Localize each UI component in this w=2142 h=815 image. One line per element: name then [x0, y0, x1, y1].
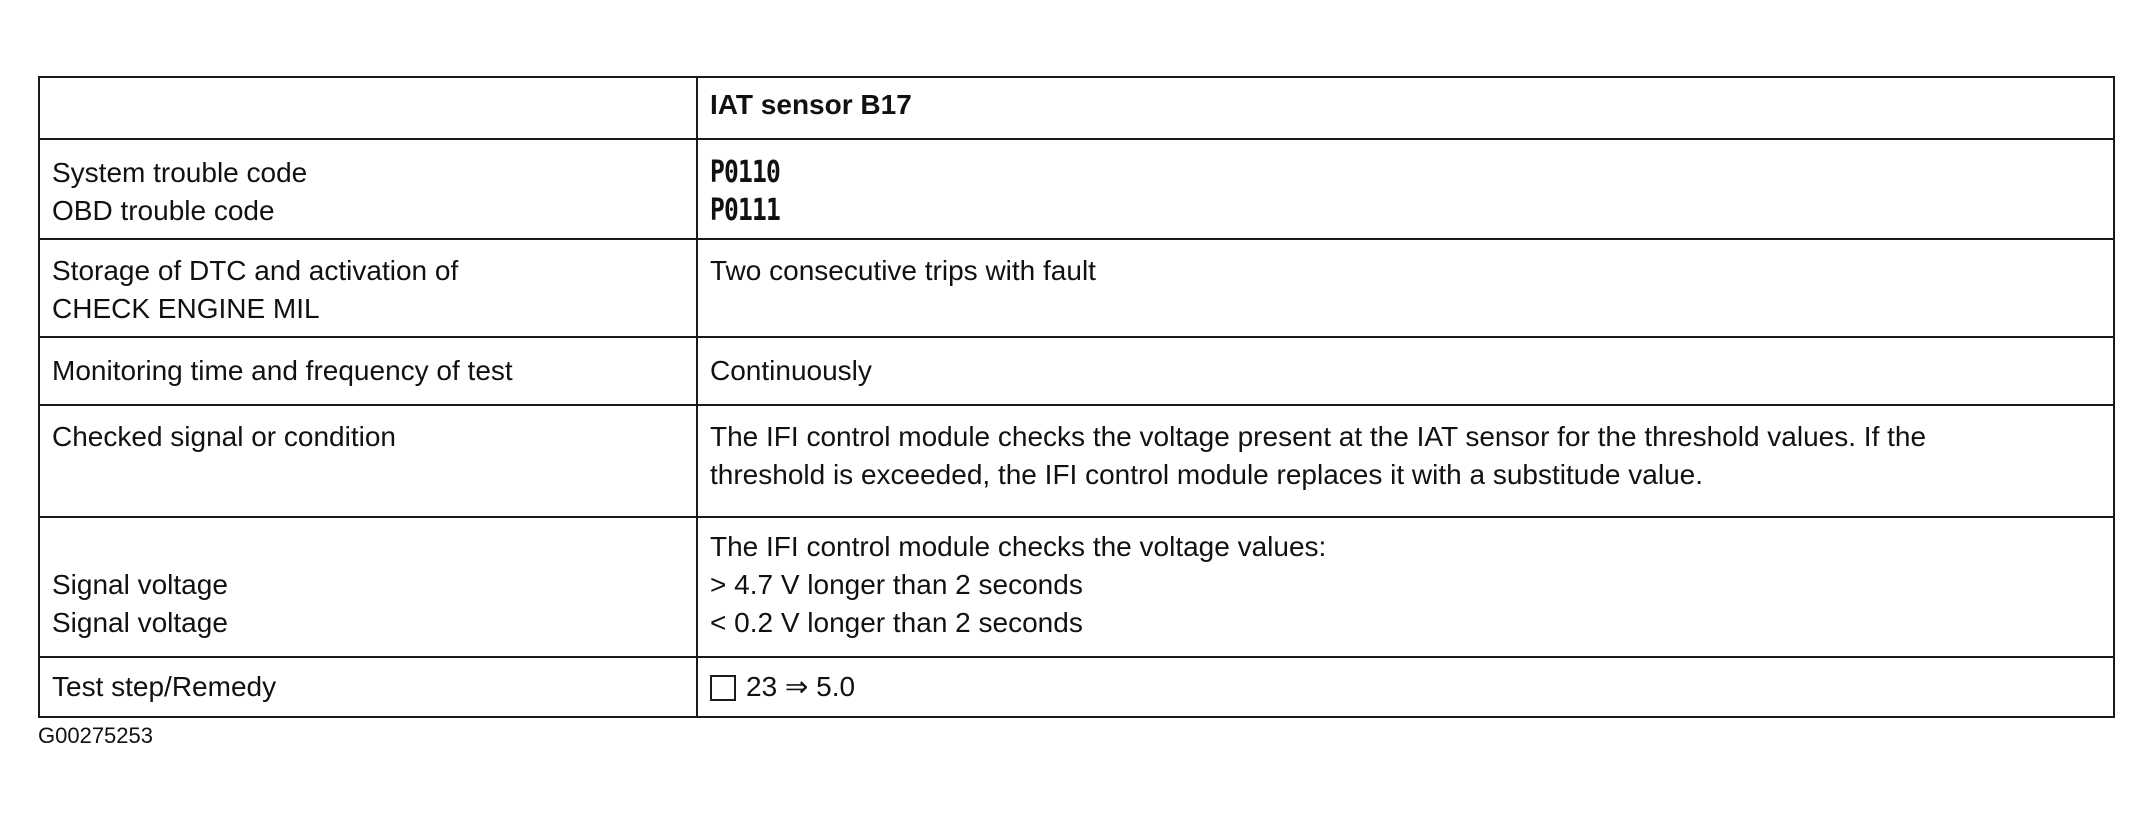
monitoring-value: Continuously	[696, 336, 2115, 406]
checked-signal-line-2: threshold is exceeded, the IFI control m…	[710, 459, 1703, 490]
table-row-test-step: Test step/Remedy 23 ⇒ 5.0	[38, 656, 2115, 718]
table-row-signal-voltage: Signal voltage Signal voltage The IFI co…	[38, 516, 2115, 658]
test-step-label: Test step/Remedy	[38, 656, 698, 718]
system-trouble-code-label: System trouble code	[52, 157, 308, 188]
signal-voltage-low: < 0.2 V longer than 2 seconds	[710, 607, 1083, 638]
codes-label-cell: System trouble code OBD trouble code	[38, 138, 698, 240]
signal-voltage-label-cell: Signal voltage Signal voltage	[38, 516, 698, 658]
checkbox-icon	[710, 675, 736, 701]
checked-signal-value-cell: The IFI control module checks the voltag…	[696, 404, 2115, 518]
figure-id: G00275253	[38, 723, 153, 748]
signal-voltage-value-cell: The IFI control module checks the voltag…	[696, 516, 2115, 658]
codes-value-cell: P0110 P0111	[696, 138, 2115, 240]
checked-signal-line-1: The IFI control module checks the voltag…	[710, 421, 1927, 452]
test-step-value: 23 ⇒ 5.0	[746, 671, 856, 702]
table-row-storage: Storage of DTC and activation of CHECK E…	[38, 238, 2115, 338]
test-step-value-cell: 23 ⇒ 5.0	[696, 656, 2115, 718]
table-row-codes: System trouble code OBD trouble code P01…	[38, 138, 2115, 240]
storage-label-cell: Storage of DTC and activation of CHECK E…	[38, 238, 698, 338]
system-trouble-code-value: P0110	[710, 155, 781, 190]
table-row-monitoring: Monitoring time and frequency of test Co…	[38, 336, 2115, 406]
signal-voltage-label-low: Signal voltage	[52, 607, 228, 638]
dtc-table-sheet: IAT sensor B17 System trouble code OBD t…	[38, 76, 2115, 748]
signal-voltage-label-high: Signal voltage	[52, 569, 228, 600]
checked-signal-label: Checked signal or condition	[38, 404, 698, 518]
dtc-table: IAT sensor B17 System trouble code OBD t…	[38, 76, 2115, 718]
storage-label-line-2: CHECK ENGINE MIL	[52, 293, 320, 324]
table-title: IAT sensor B17	[696, 76, 2115, 140]
table-row-header: IAT sensor B17	[38, 76, 2115, 140]
table-row-checked-signal: Checked signal or condition The IFI cont…	[38, 404, 2115, 518]
header-empty-cell	[38, 76, 698, 140]
storage-label-line-1: Storage of DTC and activation of	[52, 255, 459, 286]
storage-value: Two consecutive trips with fault	[696, 238, 2115, 338]
obd-trouble-code-value: P0111	[710, 193, 781, 228]
obd-trouble-code-label: OBD trouble code	[52, 195, 275, 226]
signal-voltage-intro: The IFI control module checks the voltag…	[710, 531, 1327, 562]
signal-voltage-high: > 4.7 V longer than 2 seconds	[710, 569, 1083, 600]
monitoring-label: Monitoring time and frequency of test	[38, 336, 698, 406]
